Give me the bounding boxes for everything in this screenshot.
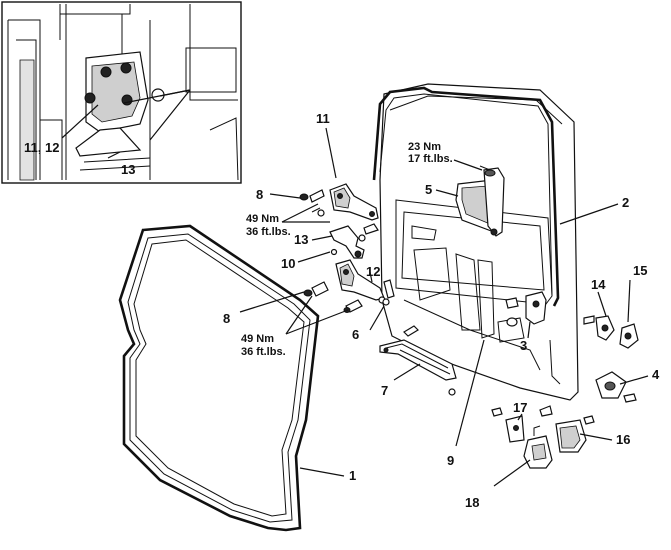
label-10: 10 bbox=[281, 256, 295, 271]
callout-3 bbox=[527, 321, 531, 339]
hinge-pin-6 bbox=[382, 279, 395, 306]
label-3: 3 bbox=[520, 338, 527, 353]
door-side-hinge bbox=[505, 291, 547, 327]
label-12: 12 bbox=[366, 264, 380, 279]
door-check-13 bbox=[329, 223, 379, 259]
striker-14 bbox=[583, 315, 615, 341]
callout-13 bbox=[311, 235, 333, 241]
label-6: 6 bbox=[352, 327, 359, 342]
torque-23-nm: 23 Nm bbox=[408, 141, 441, 153]
callout-torque-49-lower-b bbox=[285, 309, 349, 335]
label-15: 15 bbox=[633, 263, 647, 278]
torque-36-ftlbs-lower: 36 ft.lbs. bbox=[241, 346, 286, 358]
cover-15 bbox=[619, 323, 639, 349]
label-8-lower: 8 bbox=[223, 311, 230, 326]
callout-14 bbox=[597, 291, 607, 317]
lower-door-hinge-12 bbox=[335, 259, 386, 304]
door-weatherstrip bbox=[118, 224, 320, 532]
callout-16 bbox=[579, 433, 613, 441]
torque-17-ftlbs: 17 ft.lbs. bbox=[408, 153, 453, 165]
torque-49-nm-upper: 49 Nm bbox=[246, 213, 279, 225]
label-14: 14 bbox=[591, 277, 606, 292]
callout-4 bbox=[619, 375, 649, 385]
callout-1 bbox=[299, 467, 345, 477]
striker-4 bbox=[595, 371, 637, 403]
label-5: 5 bbox=[425, 182, 432, 197]
upper-body-hinge bbox=[455, 165, 505, 237]
callout-torque-49-lower-a bbox=[285, 295, 313, 335]
door-stay-arm-7 bbox=[379, 325, 457, 396]
bracket-17 bbox=[491, 405, 553, 443]
label-9: 9 bbox=[447, 453, 454, 468]
label-11-12: 11, 12 bbox=[24, 140, 59, 155]
torque-49-nm-lower: 49 Nm bbox=[241, 333, 274, 345]
inset-detail-view bbox=[1, 1, 242, 184]
callout-8-upper bbox=[269, 193, 301, 199]
callout-torque-49-upper-a bbox=[281, 203, 319, 223]
label-8-upper: 8 bbox=[256, 187, 263, 202]
label-17: 17 bbox=[513, 400, 527, 415]
label-4: 4 bbox=[652, 367, 660, 382]
label-2: 2 bbox=[622, 195, 629, 210]
callout-12 bbox=[369, 271, 373, 283]
upper-door-hinge-11 bbox=[299, 183, 379, 221]
label-1: 1 bbox=[349, 468, 356, 483]
hinge-18 bbox=[523, 425, 553, 469]
torque-36-ftlbs-upper: 36 ft.lbs. bbox=[246, 226, 291, 238]
hinge-16 bbox=[555, 415, 595, 453]
door-opening-seal bbox=[372, 86, 560, 307]
label-7: 7 bbox=[381, 383, 388, 398]
callout-9 bbox=[455, 339, 485, 447]
callout-6 bbox=[369, 305, 385, 331]
callout-17 bbox=[517, 413, 523, 421]
callout-8-lower bbox=[239, 291, 305, 313]
callout-15 bbox=[627, 279, 631, 323]
label-13: 13 bbox=[294, 232, 308, 247]
callout-10 bbox=[297, 251, 331, 263]
label-18: 18 bbox=[465, 495, 479, 510]
callout-11 bbox=[325, 127, 337, 179]
callout-2 bbox=[559, 203, 619, 225]
callout-5 bbox=[435, 189, 459, 197]
callout-7 bbox=[393, 363, 421, 381]
label-13-inset: 13 bbox=[121, 162, 135, 177]
callout-18 bbox=[493, 459, 531, 487]
label-11: 11 bbox=[316, 111, 330, 126]
label-16: 16 bbox=[616, 432, 630, 447]
callout-torque-23 bbox=[453, 159, 483, 171]
